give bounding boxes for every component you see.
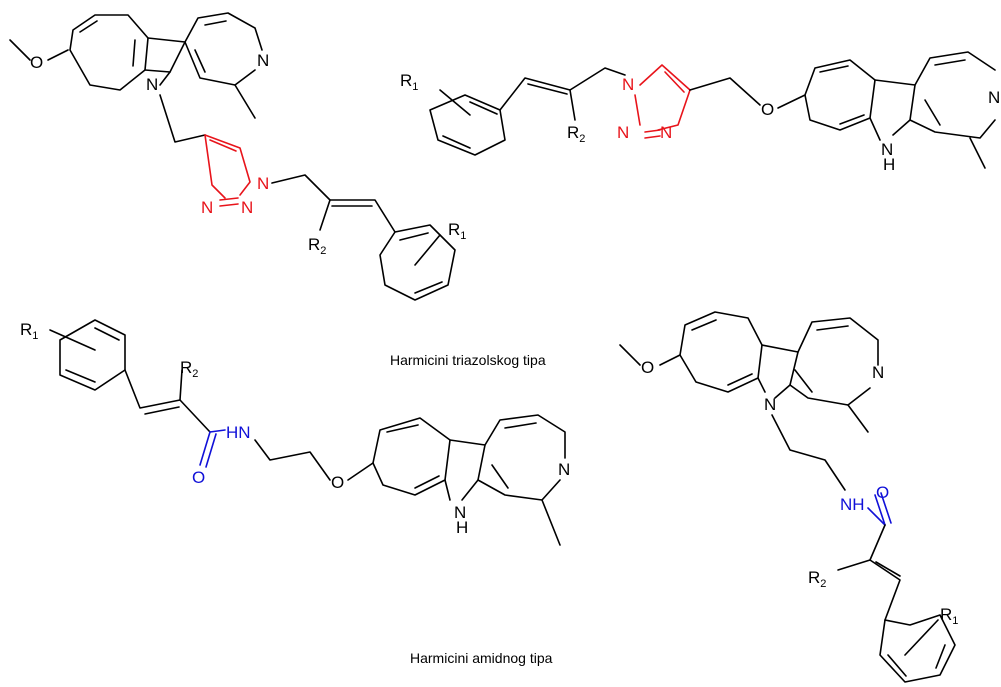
atom-pyridine-nitrogen: N: [257, 51, 269, 70]
structure-triazole-n9-harmicine: O N N N N N R2 R1: [9, 12, 466, 301]
atom-r1-c: R1: [20, 320, 38, 342]
atom-r1-d: R1: [940, 605, 958, 627]
atom-triazole-b-n2: N: [617, 123, 629, 142]
atom-indole-nitrogen-b: N: [881, 140, 893, 159]
atom-amide-oxygen-d: O: [876, 483, 889, 502]
atom-triazole-b-n3: N: [660, 123, 672, 142]
atom-r2-a: R2: [308, 235, 326, 257]
atom-triazole-n1: N: [257, 174, 269, 193]
structure-triazole-o7-harmicine: R1 R2 N N N O N H N: [400, 51, 1000, 174]
atom-r1-b: R1: [400, 71, 418, 93]
atom-r2-d: R2: [808, 568, 826, 590]
structure-amide-n9-harmicine: O N N NH O R2 R1: [619, 311, 958, 683]
atom-indole-nitrogen-c: N: [454, 503, 466, 522]
atom-ether-oxygen-c: O: [331, 473, 344, 492]
atom-pyridine-nitrogen-c: N: [558, 460, 570, 479]
atom-r1-a: R1: [448, 220, 466, 242]
atom-amide-oxygen-c: O: [192, 468, 205, 487]
atom-methoxy-oxygen: O: [30, 53, 43, 72]
atom-indole-nitrogen: N: [146, 75, 158, 94]
structure-amide-o7-harmicine: R1 R2 O HN O N H N: [20, 319, 570, 546]
atom-pyridine-nitrogen-b: N: [988, 88, 1000, 107]
atom-indole-hydrogen-b: H: [883, 155, 895, 174]
atom-ether-oxygen-b: O: [761, 100, 774, 119]
caption-triazole-type: Harmicini triazolskog tipa: [390, 352, 546, 368]
atom-indole-nitrogen-d: N: [764, 395, 776, 414]
atom-indole-hydrogen-c: H: [456, 518, 468, 537]
atom-r2-b: R2: [567, 123, 585, 145]
caption-amide-type: Harmicini amidnog tipa: [410, 650, 553, 666]
atom-amide-nitrogen-c: HN: [226, 423, 251, 442]
atom-amide-nitrogen-d: NH: [840, 495, 865, 514]
atom-triazole-b-n1: N: [622, 75, 634, 94]
atom-pyridine-nitrogen-d: N: [872, 363, 884, 382]
atom-methoxy-oxygen-d: O: [641, 358, 654, 377]
atom-triazole-n3: N: [201, 198, 213, 217]
atom-triazole-n2: N: [241, 198, 253, 217]
atom-r2-c: R2: [180, 358, 198, 380]
